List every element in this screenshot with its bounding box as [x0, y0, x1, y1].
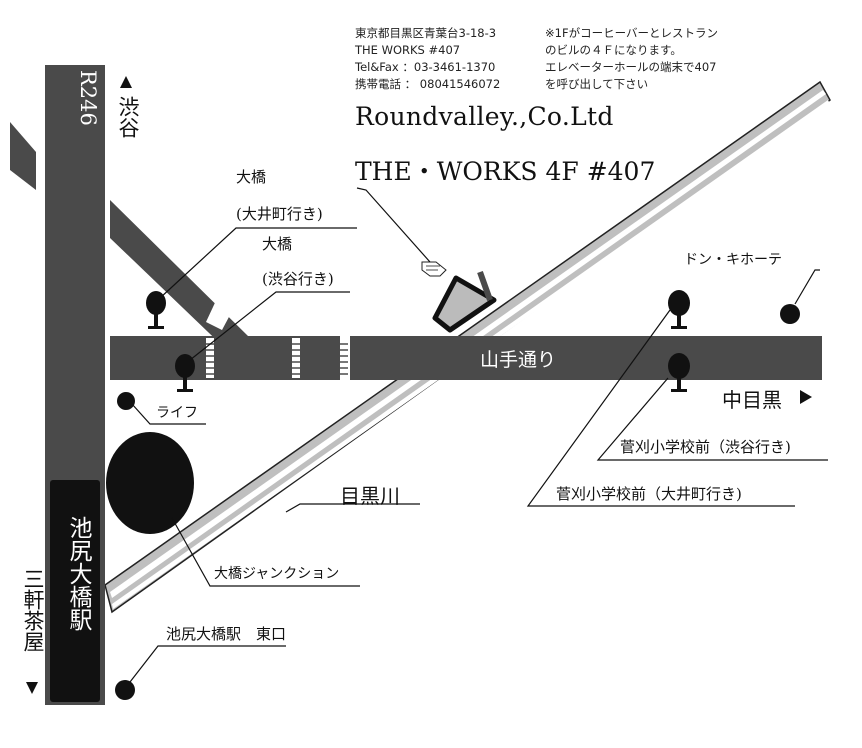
r246-label: R246 — [76, 70, 100, 126]
info-building: THE WORKS #407 — [355, 43, 461, 57]
donki-label: ドン・キホーテ — [684, 252, 782, 268]
ohashi-shibuya-label-2: (渋谷行き) — [262, 270, 334, 288]
east-exit-label: 池尻大橋駅 東口 — [166, 625, 287, 643]
east-exit-dot — [115, 680, 135, 700]
info-note-2: のビルの４Ｆになります。 — [545, 43, 682, 57]
shibuya-arrow-icon — [120, 76, 132, 88]
nakameguro-arrow-icon — [800, 390, 812, 404]
life-dot — [117, 392, 135, 410]
sangenjaya-label: 三軒茶屋 — [21, 568, 45, 652]
shibuya-label: 渋谷 — [116, 96, 140, 138]
yamate-road-left — [110, 336, 340, 380]
bus-stop-sugakari-shibuya — [668, 353, 690, 392]
info-note-1: ※1Fがコーヒーバーとレストラン — [545, 26, 718, 40]
info-mobile: 携帯電話 ： 08041546072 — [355, 77, 501, 91]
sangenjaya-arrow-icon — [26, 682, 38, 694]
ohashi-oimachi-label-2: (大井町行き) — [236, 205, 323, 223]
ohashi-shibuya-label-1: 大橋 — [262, 235, 293, 253]
station-box — [50, 480, 100, 702]
yamate-road-right — [350, 336, 822, 380]
building-marker — [432, 270, 497, 333]
life-label: ライフ — [156, 405, 198, 421]
donki-dot — [780, 304, 800, 324]
company-name: Roundvalley.,Co.Ltd — [355, 102, 614, 131]
junction-label: 大橋ジャンクション — [214, 566, 340, 582]
pointing-hand-icon — [421, 261, 447, 277]
ohashi-oimachi-label-1: 大橋 — [236, 168, 267, 186]
diagonal-crosswalk — [206, 292, 238, 330]
diagonal-road — [110, 200, 292, 380]
crosswalk-stripes — [206, 343, 348, 375]
nakameguro-label: 中目黒 — [722, 388, 782, 412]
info-note-3: エレベーターホールの端末で407 — [545, 60, 717, 74]
info-address: 東京都目黒区青葉台3-18-3 — [355, 26, 497, 40]
bus-stop-ohashi-oimachi — [146, 291, 166, 329]
sugakari-oimachi-label: 菅刈小学校前（大井町行き) — [556, 485, 742, 503]
info-tel: Tel&Fax ：03-3461-1370 — [355, 60, 496, 74]
info-note-4: を呼び出して下さい — [545, 77, 649, 91]
bus-stop-sugakari-oimachi — [668, 290, 690, 329]
bus-stop-ohashi-shibuya — [175, 354, 195, 392]
station-label: 池尻大橋駅 — [65, 516, 91, 631]
meguro-river-label: 目黒川 — [340, 484, 400, 508]
leader-lines — [129, 187, 828, 683]
junction-circle — [106, 432, 194, 534]
sugakari-shibuya-label: 菅刈小学校前（渋谷行き) — [620, 438, 791, 456]
upper-left-road-fragment — [10, 122, 36, 190]
office-label: THE・WORKS 4F #407 — [355, 157, 656, 186]
yamate-label: 山手通り — [480, 349, 557, 371]
crosswalks — [206, 338, 348, 378]
